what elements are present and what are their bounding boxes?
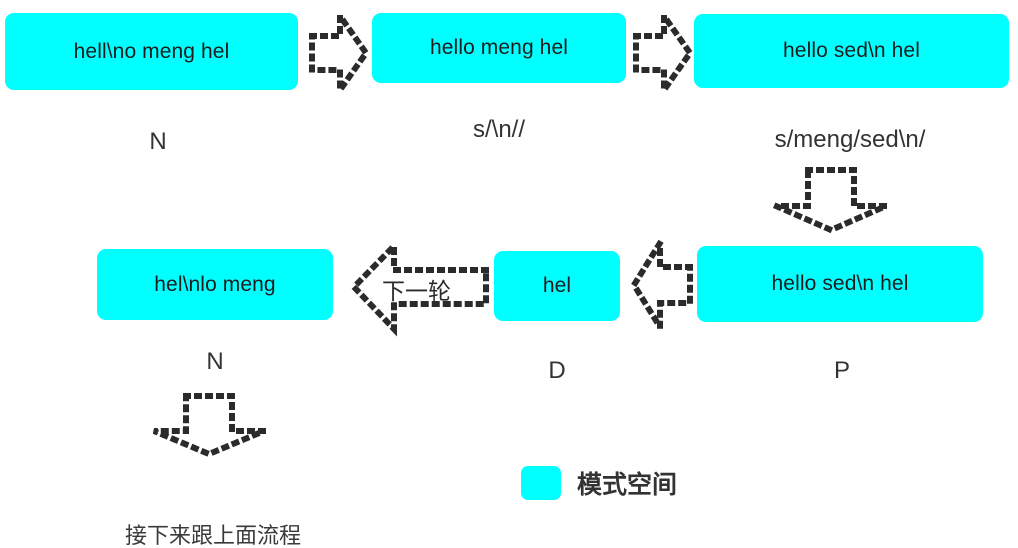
legend-swatch-pattern-space bbox=[521, 466, 561, 500]
pattern-space-box-2[interactable]: hello meng hel bbox=[372, 13, 626, 83]
arrow-left-icon-1: 下一轮 bbox=[349, 238, 490, 337]
closing-note-line-1: 接下来跟上面流程 bbox=[124, 524, 301, 548]
caption-smeng: s/meng/sed\n/ bbox=[774, 126, 926, 153]
box-text: hell\no meng hel bbox=[73, 39, 230, 63]
caption-p: P bbox=[833, 357, 850, 384]
pattern-space-box-5[interactable]: hel bbox=[494, 251, 620, 321]
box-text: hel bbox=[542, 274, 572, 297]
box-text: hello meng hel bbox=[430, 36, 568, 59]
arrow-down-icon-2 bbox=[148, 392, 270, 460]
arrow-down-icon-1 bbox=[770, 166, 892, 236]
arrow-right-icon-2 bbox=[632, 6, 694, 100]
arrow-label-next-round: 下一轮 bbox=[382, 279, 451, 305]
legend-label-pattern-space: 模式空间 bbox=[577, 470, 678, 499]
arrow-right-icon-1 bbox=[308, 6, 370, 100]
pattern-space-box-3[interactable]: hello sed\n hel bbox=[694, 14, 1009, 88]
pattern-space-box-1[interactable]: hell\no meng hel bbox=[5, 13, 298, 90]
caption-sn: s/\n// bbox=[472, 116, 526, 143]
legend: 模式空间 bbox=[521, 465, 677, 501]
box-text: hello sed\n hel bbox=[771, 272, 909, 295]
box-text: hello sed\n hel bbox=[783, 39, 920, 62]
caption-n-2: N bbox=[206, 348, 224, 375]
pattern-space-box-6[interactable]: hello sed\n hel bbox=[697, 246, 983, 322]
caption-n-1: N bbox=[149, 128, 167, 155]
caption-d: D bbox=[548, 357, 566, 384]
box-text: hel\nlo meng bbox=[154, 272, 276, 296]
pattern-space-box-4[interactable]: hel\nlo meng bbox=[97, 249, 333, 320]
arrow-left-icon-2 bbox=[630, 232, 694, 338]
closing-note: 接下来跟上面流程 类似就不重复了 bbox=[93, 462, 333, 548]
